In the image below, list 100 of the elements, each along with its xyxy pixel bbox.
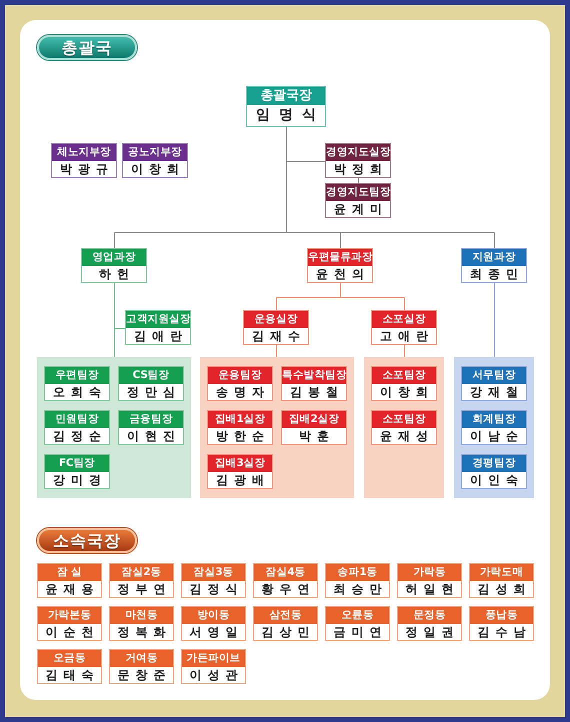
position-title: 잠 실 (38, 564, 101, 581)
connector-line (404, 344, 405, 358)
position-title: CS팀장 (119, 367, 183, 384)
person-name: 김 정 식 (188, 581, 239, 597)
org-box (109, 606, 174, 641)
org-box (325, 183, 391, 218)
position-title: 경영지도팀장 (326, 184, 390, 201)
person-name: 하 헌 (98, 266, 130, 282)
person-name: 김 봉 철 (288, 384, 340, 400)
org-box (207, 410, 273, 445)
org-box (243, 310, 309, 345)
org-box (81, 248, 147, 283)
org-box (181, 606, 246, 641)
connector-line (404, 297, 405, 310)
person-name: 서 영 일 (188, 624, 239, 640)
org-box (37, 563, 102, 598)
position-title: 우편물류과장 (308, 249, 372, 266)
person-name: 김 상 민 (260, 624, 311, 640)
position-title: 집배2실장 (282, 411, 346, 428)
position-title: 소포팀장 (372, 411, 436, 428)
person-name: 박 광 규 (58, 161, 110, 177)
org-box (207, 454, 273, 489)
org-box (44, 410, 110, 445)
group-panel (200, 357, 354, 498)
org-box (109, 649, 174, 684)
group-panel (454, 357, 534, 498)
person-name: 최 승 만 (332, 581, 383, 597)
connector-line (114, 126, 495, 233)
position-title: 운용실장 (244, 311, 308, 328)
person-name: 이 창 희 (378, 384, 430, 400)
org-box (325, 563, 390, 598)
person-name: 강 재 철 (468, 384, 520, 400)
person-name: 정 부 연 (116, 581, 167, 597)
position-title: 잠실3동 (182, 564, 245, 581)
org-box (461, 454, 527, 489)
person-name: 이 인 숙 (468, 472, 520, 488)
position-title: 송파1동 (326, 564, 389, 581)
connector-line (276, 344, 277, 358)
org-box (122, 143, 188, 178)
org-box (461, 248, 527, 283)
person-name: 김 정 순 (52, 428, 102, 444)
position-title: 서무팀장 (462, 367, 526, 384)
person-name: 정 복 화 (116, 624, 167, 640)
org-box (118, 366, 184, 401)
position-title: 체노지부장 (52, 144, 116, 161)
connector-line (286, 161, 326, 162)
connector-line (494, 282, 495, 358)
org-box (125, 310, 191, 345)
position-title: 고객지원실장 (126, 311, 190, 328)
position-title: 공노지부장 (123, 144, 187, 161)
connector-line (276, 282, 405, 298)
org-box (371, 310, 437, 345)
person-name: 이 성 관 (188, 667, 239, 683)
position-title: 풍납동 (470, 607, 533, 624)
position-title: 가든파이브 (182, 650, 245, 667)
position-title: 경평팀장 (462, 455, 526, 472)
person-name: 최 종 민 (468, 266, 520, 282)
connector-line (114, 328, 115, 358)
position-title: 운용팀장 (208, 367, 272, 384)
org-box (246, 86, 326, 127)
connector-line (276, 297, 277, 310)
position-title: 가락동 (398, 564, 461, 581)
org-box (307, 248, 373, 283)
person-name: 강 미 경 (52, 472, 102, 488)
org-box (325, 606, 390, 641)
connector-line (358, 178, 359, 184)
org-box (44, 454, 110, 489)
org-box (461, 366, 527, 401)
connector-line (114, 328, 126, 329)
position-title: 회계팀장 (462, 411, 526, 428)
person-name: 방 한 순 (214, 428, 266, 444)
org-box (37, 649, 102, 684)
position-title: 잠실4동 (254, 564, 317, 581)
group-panel (37, 357, 191, 498)
org-box (371, 366, 437, 401)
person-name: 김 수 남 (476, 624, 527, 640)
org-box (181, 649, 246, 684)
org-box (469, 606, 534, 641)
person-name: 박 정 희 (332, 161, 384, 177)
person-name: 오 희 숙 (52, 384, 102, 400)
position-title: 영업과장 (82, 249, 146, 266)
person-name: 윤 천 의 (314, 266, 366, 282)
position-title: 가락본동 (38, 607, 101, 624)
position-title: 마천동 (110, 607, 173, 624)
position-title: 가락도매 (470, 564, 533, 581)
connector-line (340, 232, 341, 248)
org-box (181, 563, 246, 598)
position-title: FC팀장 (45, 455, 109, 472)
section-heading: 소속국장 (37, 528, 137, 553)
org-box (109, 563, 174, 598)
org-box (207, 366, 273, 401)
connector-line (114, 232, 115, 248)
org-box (118, 410, 184, 445)
org-box (281, 366, 347, 401)
position-title: 금융팀장 (119, 411, 183, 428)
connector-line (114, 282, 115, 329)
position-title: 오금동 (38, 650, 101, 667)
position-title: 삼전동 (254, 607, 317, 624)
position-title: 문정동 (398, 607, 461, 624)
person-name: 윤 재 성 (378, 428, 430, 444)
